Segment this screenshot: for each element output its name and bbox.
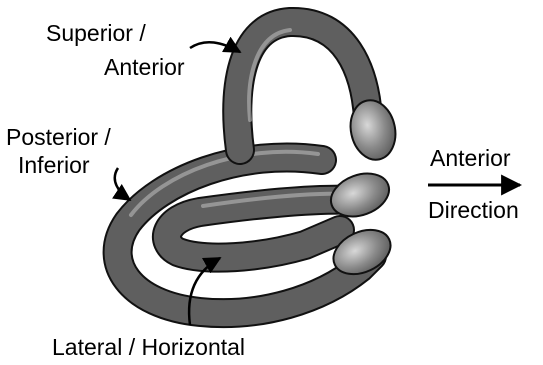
label-posterior-line2: Inferior [18,150,90,180]
posterior-pointer-arrow [115,168,130,200]
label-direction-line1: Anterior [430,143,511,173]
ampulla-lateral [325,166,395,224]
superior-canal [237,22,368,150]
label-lateral: Lateral / Horizontal [52,332,245,362]
label-posterior-line1: Posterior / [6,122,111,152]
label-superior-line1: Superior / [46,18,146,48]
label-direction-line2: Direction [428,195,519,225]
label-superior-line2: Anterior [104,52,185,82]
